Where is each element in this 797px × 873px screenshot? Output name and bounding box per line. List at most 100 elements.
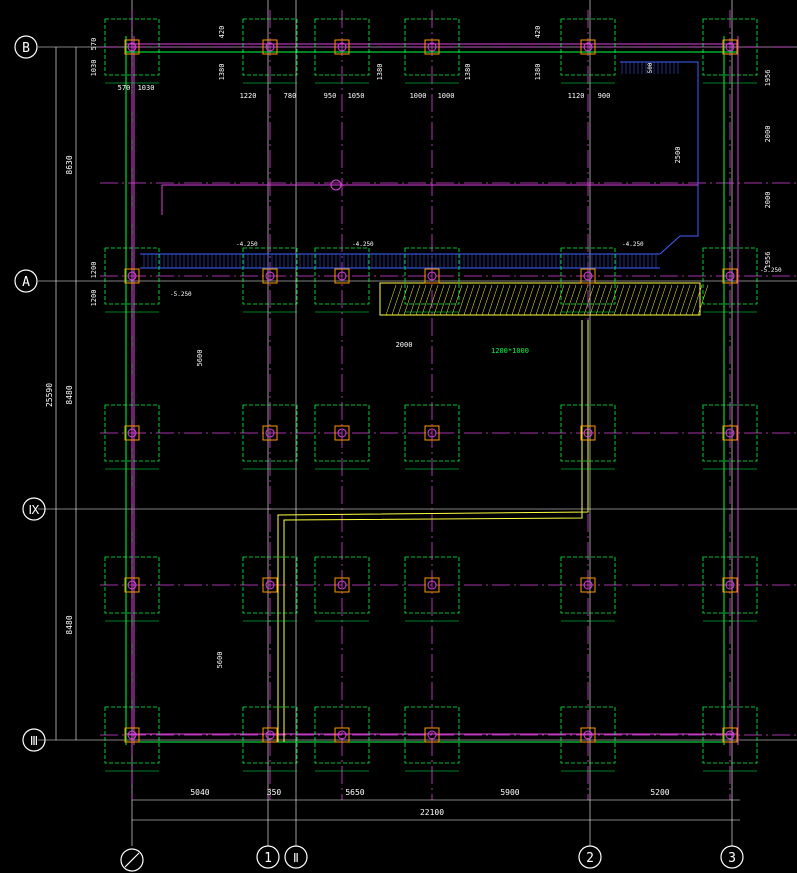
beam-hatch	[481, 284, 493, 316]
capA1-side-a: 1200	[90, 262, 98, 279]
pile-cap	[560, 247, 616, 305]
pile	[580, 727, 596, 743]
pile-cap	[242, 247, 298, 305]
pile-cap	[242, 404, 298, 462]
wall-lines	[125, 36, 739, 745]
beam-hatch	[409, 284, 421, 316]
beam-hatch	[613, 284, 625, 316]
axis-bubble-col-2[interactable]: 2	[578, 845, 602, 869]
beam-hatch	[475, 284, 487, 316]
beam-hatch	[427, 284, 439, 316]
pile	[334, 727, 350, 743]
beam-hatch	[523, 284, 535, 316]
axis-bubble-col-1[interactable]: 1	[256, 845, 280, 869]
pile-cap	[104, 18, 160, 76]
dim-left-2: 8480	[65, 385, 74, 404]
beam-band	[379, 282, 701, 316]
pile-cap	[404, 247, 460, 305]
pile-core	[427, 428, 437, 438]
axis-label-col-1: 1	[264, 851, 272, 866]
axis-bubble-IX[interactable]: Ⅸ	[22, 497, 46, 521]
beam-hatch	[619, 284, 631, 316]
pile-core	[127, 730, 137, 740]
beam-hatch	[463, 284, 475, 316]
beam-hatch	[595, 284, 607, 316]
beam-hatch	[469, 284, 481, 316]
ref-circle	[330, 179, 342, 191]
axis-label-III: Ⅲ	[30, 734, 38, 748]
axis-bubble-A[interactable]: A	[14, 269, 38, 293]
beam-hatch	[433, 284, 445, 316]
pile-core	[337, 271, 347, 281]
beam-hatch	[517, 284, 529, 316]
pile-core	[265, 271, 275, 281]
axis-label-col-3: 3	[728, 851, 736, 866]
beam-hatch	[637, 284, 649, 316]
pile	[424, 577, 440, 593]
pile-cap	[104, 556, 160, 614]
capB1-side: 1030	[90, 60, 98, 77]
blue-wall-return	[620, 61, 699, 255]
pile-core	[583, 42, 593, 52]
label-elev-3: -4.250	[622, 241, 644, 248]
pile	[124, 268, 140, 284]
pile	[424, 268, 440, 284]
pile	[124, 577, 140, 593]
dim-left-total: 25590	[45, 383, 54, 407]
dim-bottom-1: 5040	[190, 788, 209, 797]
beam-hatch	[529, 284, 541, 316]
beam-hatch	[385, 284, 397, 316]
beam-hatch	[601, 284, 613, 316]
beam-hatch	[685, 284, 697, 316]
pile-core	[725, 580, 735, 590]
beam-hatch	[391, 284, 403, 316]
beam-hatch	[511, 284, 523, 316]
axis-bubble-col-0[interactable]	[120, 848, 144, 872]
beam-hatch	[547, 284, 559, 316]
pile-core	[337, 580, 347, 590]
axis-bubble-col-3[interactable]: 3	[720, 845, 744, 869]
capB3-bl: 950	[324, 92, 337, 100]
axis-bubble-col-II[interactable]: Ⅱ	[284, 845, 308, 869]
beam-hatch	[505, 284, 517, 316]
capA1-side-b: 1200	[90, 290, 98, 307]
beam-hatch	[445, 284, 457, 316]
pile-core	[583, 730, 593, 740]
pile	[722, 727, 738, 743]
pile-caps	[104, 18, 758, 772]
pile-cap	[314, 247, 370, 305]
pile-cap	[702, 247, 758, 305]
capB5-top: 420	[534, 26, 542, 39]
yellow-partition-inner	[283, 320, 583, 742]
beam-hatch	[415, 284, 427, 316]
beam-hatch	[493, 284, 505, 316]
pile-core	[265, 730, 275, 740]
pile	[262, 727, 278, 743]
capB1-bl: 570	[118, 84, 131, 92]
pile-core	[583, 428, 593, 438]
pile-cap	[242, 706, 298, 764]
pile-cap	[314, 556, 370, 614]
beam-hatch	[421, 284, 433, 316]
capB3-br: 1050	[348, 92, 365, 100]
beam-hatch	[541, 284, 553, 316]
beam-hatch	[583, 284, 595, 316]
label-elev-1: -4.250	[236, 241, 258, 248]
pile	[262, 39, 278, 55]
pile	[262, 425, 278, 441]
axis-label-col-2: 2	[586, 851, 594, 866]
axis-bubble-III[interactable]: Ⅲ	[22, 728, 46, 752]
pile	[424, 39, 440, 55]
dim-bottom-2: 350	[267, 788, 282, 797]
dim-bottom-3: 5650	[345, 788, 364, 797]
capB1-top: 570	[90, 38, 98, 51]
axis-bubble-B[interactable]: B	[14, 35, 38, 59]
dim-left-1: 8630	[65, 155, 74, 174]
beam-hatch	[559, 284, 571, 316]
label-2000c: 2000	[764, 192, 772, 209]
pile-cap	[560, 706, 616, 764]
capB2-bl: 1220	[240, 92, 257, 100]
dim-bottom-total: 22100	[420, 808, 444, 817]
beam-hatch	[667, 284, 679, 316]
